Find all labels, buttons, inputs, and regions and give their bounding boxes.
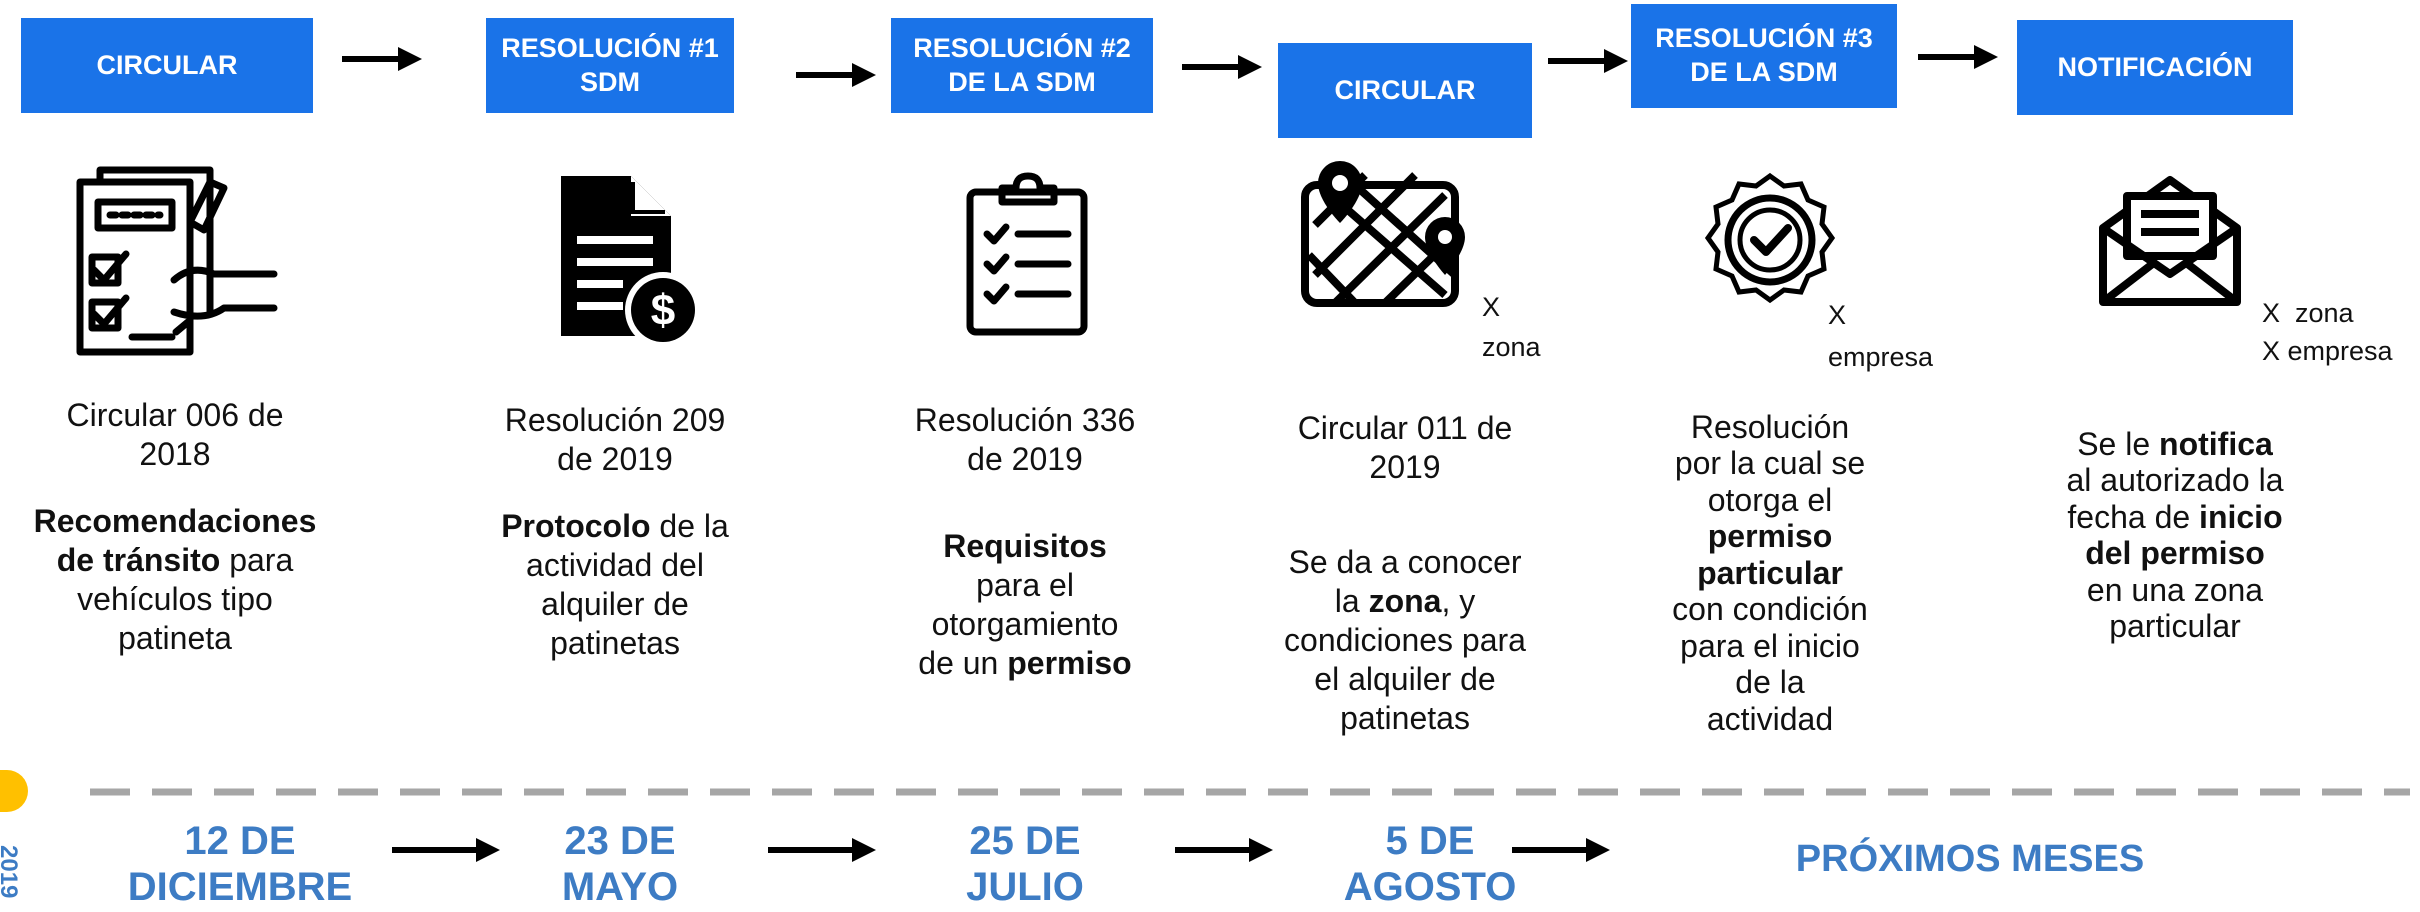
arrow-right-icon	[342, 47, 422, 71]
description-resolucion-209: Resolución 209 de 2019 Protocolo de la a…	[501, 402, 729, 662]
step-resolucion-1: RESOLUCIÓN #1 SDM	[486, 18, 734, 113]
note-empresa: empresa	[1828, 342, 1934, 372]
svg-text:$: $	[651, 286, 675, 335]
step-label: CIRCULAR	[96, 49, 238, 80]
date-23-mayo: 23 DE MAYO	[561, 819, 679, 909]
clipboard-checklist-icon	[966, 172, 1088, 336]
arrow-right-icon	[392, 838, 500, 862]
map-pins-icon	[1301, 161, 1465, 307]
document-dollar-icon: $	[561, 176, 701, 348]
arrow-right-icon	[1512, 838, 1610, 862]
description-resolucion-permiso: Resolución por la cual se otorga el perm…	[1672, 409, 1868, 737]
arrow-right-icon	[1548, 49, 1628, 73]
date-12-diciembre: 12 DE DICIEMBRE	[127, 819, 353, 909]
date-25-julio: 25 DE JULIO	[966, 819, 1084, 909]
arrow-right-icon	[1182, 55, 1262, 79]
arrow-right-icon	[1918, 45, 1998, 69]
side-year-label: 2019	[0, 845, 22, 899]
description-circular-011: Circular 011 de 2019 Se da a conocer la …	[1284, 410, 1526, 737]
step-label-line2: SDM	[580, 66, 640, 97]
step-label: CIRCULAR	[1334, 74, 1476, 105]
note-notif-empresa: X empresa	[2262, 336, 2393, 366]
timeline-marker-dot	[0, 770, 28, 812]
step-notificacion: NOTIFICACIÓN	[2017, 20, 2293, 115]
step-label-line2: DE LA SDM	[1690, 57, 1838, 87]
step-circular-2019: CIRCULAR	[1278, 43, 1532, 138]
arrow-right-icon	[796, 63, 876, 87]
step-resolucion-2: RESOLUCIÓN #2 DE LA SDM	[891, 18, 1153, 113]
description-circular-006: Circular 006 de 2018 Recomendaciones de …	[33, 397, 317, 657]
date-5-agosto: 5 DE AGOSTO	[1343, 819, 1517, 909]
step-label-line1: RESOLUCIÓN #2	[913, 32, 1131, 63]
timeline-dashed-line	[90, 788, 2410, 796]
arrow-right-icon	[768, 838, 876, 862]
note-empresa-x: X	[1828, 300, 1847, 330]
step-circular-2018: CIRCULAR	[21, 18, 313, 113]
step-label-line1: RESOLUCIÓN #1	[501, 32, 719, 63]
step-label-line1: RESOLUCIÓN #3	[1655, 23, 1873, 54]
envelope-letter-icon	[2099, 176, 2241, 306]
description-resolucion-336: Resolución 336 de 2019 Requisitos para e…	[914, 402, 1136, 682]
badge-check-icon	[1704, 172, 1836, 304]
arrow-right-icon	[1175, 838, 1273, 862]
step-label-line2: DE LA SDM	[948, 66, 1096, 97]
note-zona-x: X	[1482, 292, 1501, 322]
checklist-signing-icon	[76, 166, 278, 356]
date-proximos-meses: PRÓXIMOS MESES	[1795, 838, 2145, 880]
step-resolucion-3: RESOLUCIÓN #3 DE LA SDM	[1631, 4, 1897, 108]
description-notificacion: Se le notifica al autorizado la fecha de…	[2066, 426, 2284, 645]
step-label: NOTIFICACIÓN	[2057, 51, 2253, 82]
note-zona: zona	[1482, 332, 1541, 362]
note-notif-zona: X zona	[2262, 298, 2354, 328]
